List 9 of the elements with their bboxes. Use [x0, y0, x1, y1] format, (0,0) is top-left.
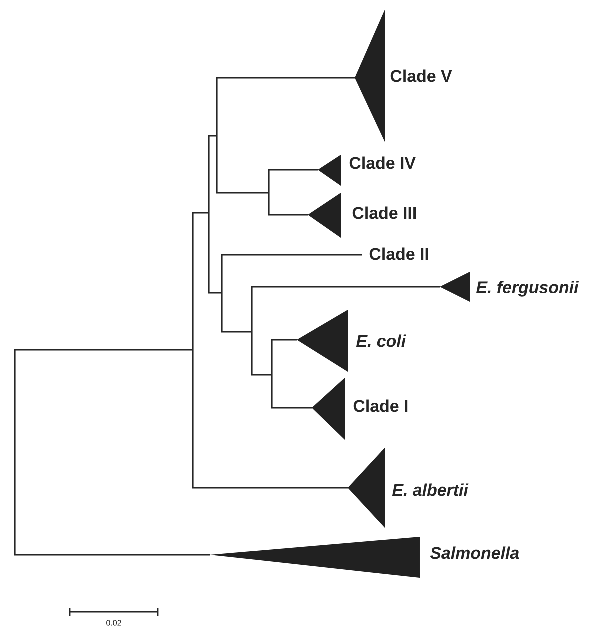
clade-label: Clade I — [354, 400, 408, 412]
clade-label: Clade IV — [350, 156, 416, 170]
clade-label: Clade II — [370, 248, 428, 260]
clade-label: Salmonella — [430, 546, 520, 560]
clade-label: E. fergusonii — [476, 281, 580, 297]
clade-label: Clade V — [390, 70, 452, 82]
clade-label: Clade III — [352, 206, 416, 220]
clade-label: E. albertii — [392, 484, 469, 496]
clade-label: E. coli — [356, 334, 406, 348]
